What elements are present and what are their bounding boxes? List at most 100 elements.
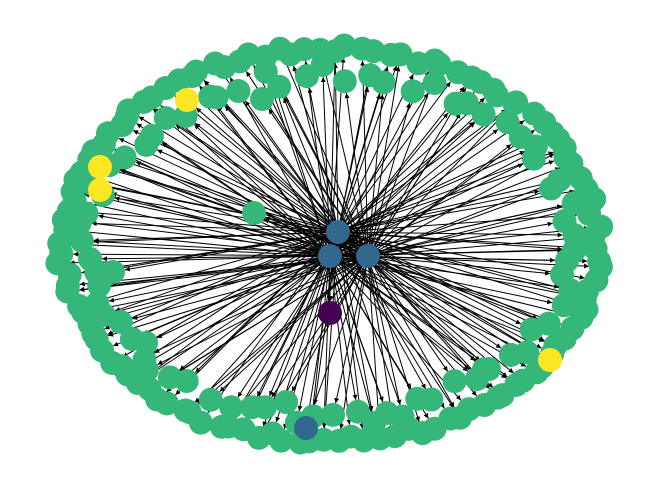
nodes-layer bbox=[45, 33, 614, 455]
peripheral-node bbox=[321, 402, 346, 427]
edge bbox=[337, 74, 414, 233]
edge bbox=[367, 255, 449, 372]
peripheral-node bbox=[184, 59, 209, 84]
edge bbox=[367, 111, 507, 257]
edge bbox=[153, 108, 339, 233]
peripheral-node bbox=[581, 224, 606, 249]
edge bbox=[329, 122, 476, 257]
edge bbox=[142, 255, 331, 335]
peripheral-node bbox=[471, 102, 496, 127]
edge bbox=[234, 255, 331, 417]
edge bbox=[217, 105, 331, 257]
edge bbox=[337, 97, 486, 233]
peripheral-node bbox=[427, 52, 452, 77]
edge bbox=[367, 221, 553, 257]
edge bbox=[156, 149, 339, 233]
peripheral-node bbox=[250, 87, 274, 111]
edge bbox=[337, 231, 406, 418]
peripheral-node bbox=[400, 79, 425, 104]
edge bbox=[264, 218, 331, 257]
hub-node bbox=[326, 220, 350, 244]
peripheral-node bbox=[242, 201, 266, 225]
edge bbox=[332, 63, 339, 233]
edge bbox=[329, 255, 517, 348]
edge bbox=[229, 255, 369, 419]
edge bbox=[329, 167, 561, 257]
edge bbox=[303, 60, 331, 257]
edge bbox=[124, 231, 339, 272]
peripheral-node bbox=[274, 390, 298, 414]
peripheral-node bbox=[561, 191, 586, 216]
edges-layer bbox=[69, 57, 590, 432]
hub-node bbox=[318, 244, 342, 268]
peripheral-node bbox=[388, 42, 413, 67]
edge bbox=[360, 60, 369, 257]
edge bbox=[329, 255, 480, 363]
edge bbox=[161, 142, 331, 257]
peripheral-node bbox=[551, 293, 576, 318]
edge bbox=[107, 255, 369, 337]
peripheral-node bbox=[198, 387, 223, 412]
peripheral-node bbox=[85, 291, 110, 316]
edge bbox=[132, 255, 369, 362]
edge bbox=[193, 123, 331, 257]
edge bbox=[102, 255, 331, 262]
edge bbox=[237, 255, 331, 398]
edge bbox=[337, 231, 563, 238]
edge bbox=[337, 189, 575, 233]
hub-node bbox=[356, 244, 380, 268]
edge bbox=[79, 255, 331, 292]
edge bbox=[104, 154, 339, 233]
edge bbox=[194, 122, 339, 233]
edge bbox=[268, 67, 331, 257]
edge bbox=[367, 255, 551, 276]
edge bbox=[244, 100, 339, 233]
peripheral-node bbox=[74, 201, 99, 226]
edge bbox=[337, 231, 374, 412]
edge bbox=[329, 128, 499, 257]
edge bbox=[329, 255, 469, 372]
edge bbox=[339, 255, 369, 430]
edge bbox=[268, 108, 369, 257]
edge bbox=[337, 86, 370, 233]
edge bbox=[120, 169, 331, 257]
edge bbox=[367, 235, 582, 257]
peripheral-node bbox=[134, 331, 158, 355]
peripheral-node bbox=[310, 53, 335, 78]
edge bbox=[292, 65, 339, 233]
edge bbox=[147, 255, 331, 377]
edge bbox=[271, 255, 369, 398]
edge bbox=[344, 93, 369, 257]
peripheral-node bbox=[240, 395, 265, 420]
edge bbox=[329, 255, 358, 400]
edge bbox=[329, 86, 465, 257]
edge bbox=[337, 231, 576, 307]
peripheral-node bbox=[504, 90, 529, 115]
edge bbox=[86, 201, 331, 257]
edge bbox=[194, 231, 339, 373]
accent-node bbox=[88, 178, 112, 202]
edge bbox=[337, 81, 451, 233]
edge bbox=[337, 121, 475, 233]
edge bbox=[337, 212, 578, 233]
peripheral-node bbox=[498, 342, 523, 367]
peripheral-node bbox=[209, 414, 234, 439]
edge bbox=[283, 97, 339, 233]
peripheral-node bbox=[112, 145, 137, 170]
edge bbox=[284, 97, 369, 257]
edge bbox=[203, 80, 339, 233]
edge bbox=[108, 255, 331, 303]
edge bbox=[307, 87, 339, 233]
accent-node bbox=[88, 155, 112, 179]
edge bbox=[337, 189, 540, 233]
peripheral-node bbox=[139, 123, 164, 148]
edge bbox=[367, 255, 562, 326]
peripheral-node bbox=[562, 223, 587, 248]
edge bbox=[114, 148, 369, 257]
accent-node bbox=[175, 88, 199, 112]
edge bbox=[104, 185, 339, 233]
peripheral-node bbox=[332, 33, 357, 58]
edge bbox=[297, 255, 331, 412]
edge bbox=[157, 255, 369, 366]
